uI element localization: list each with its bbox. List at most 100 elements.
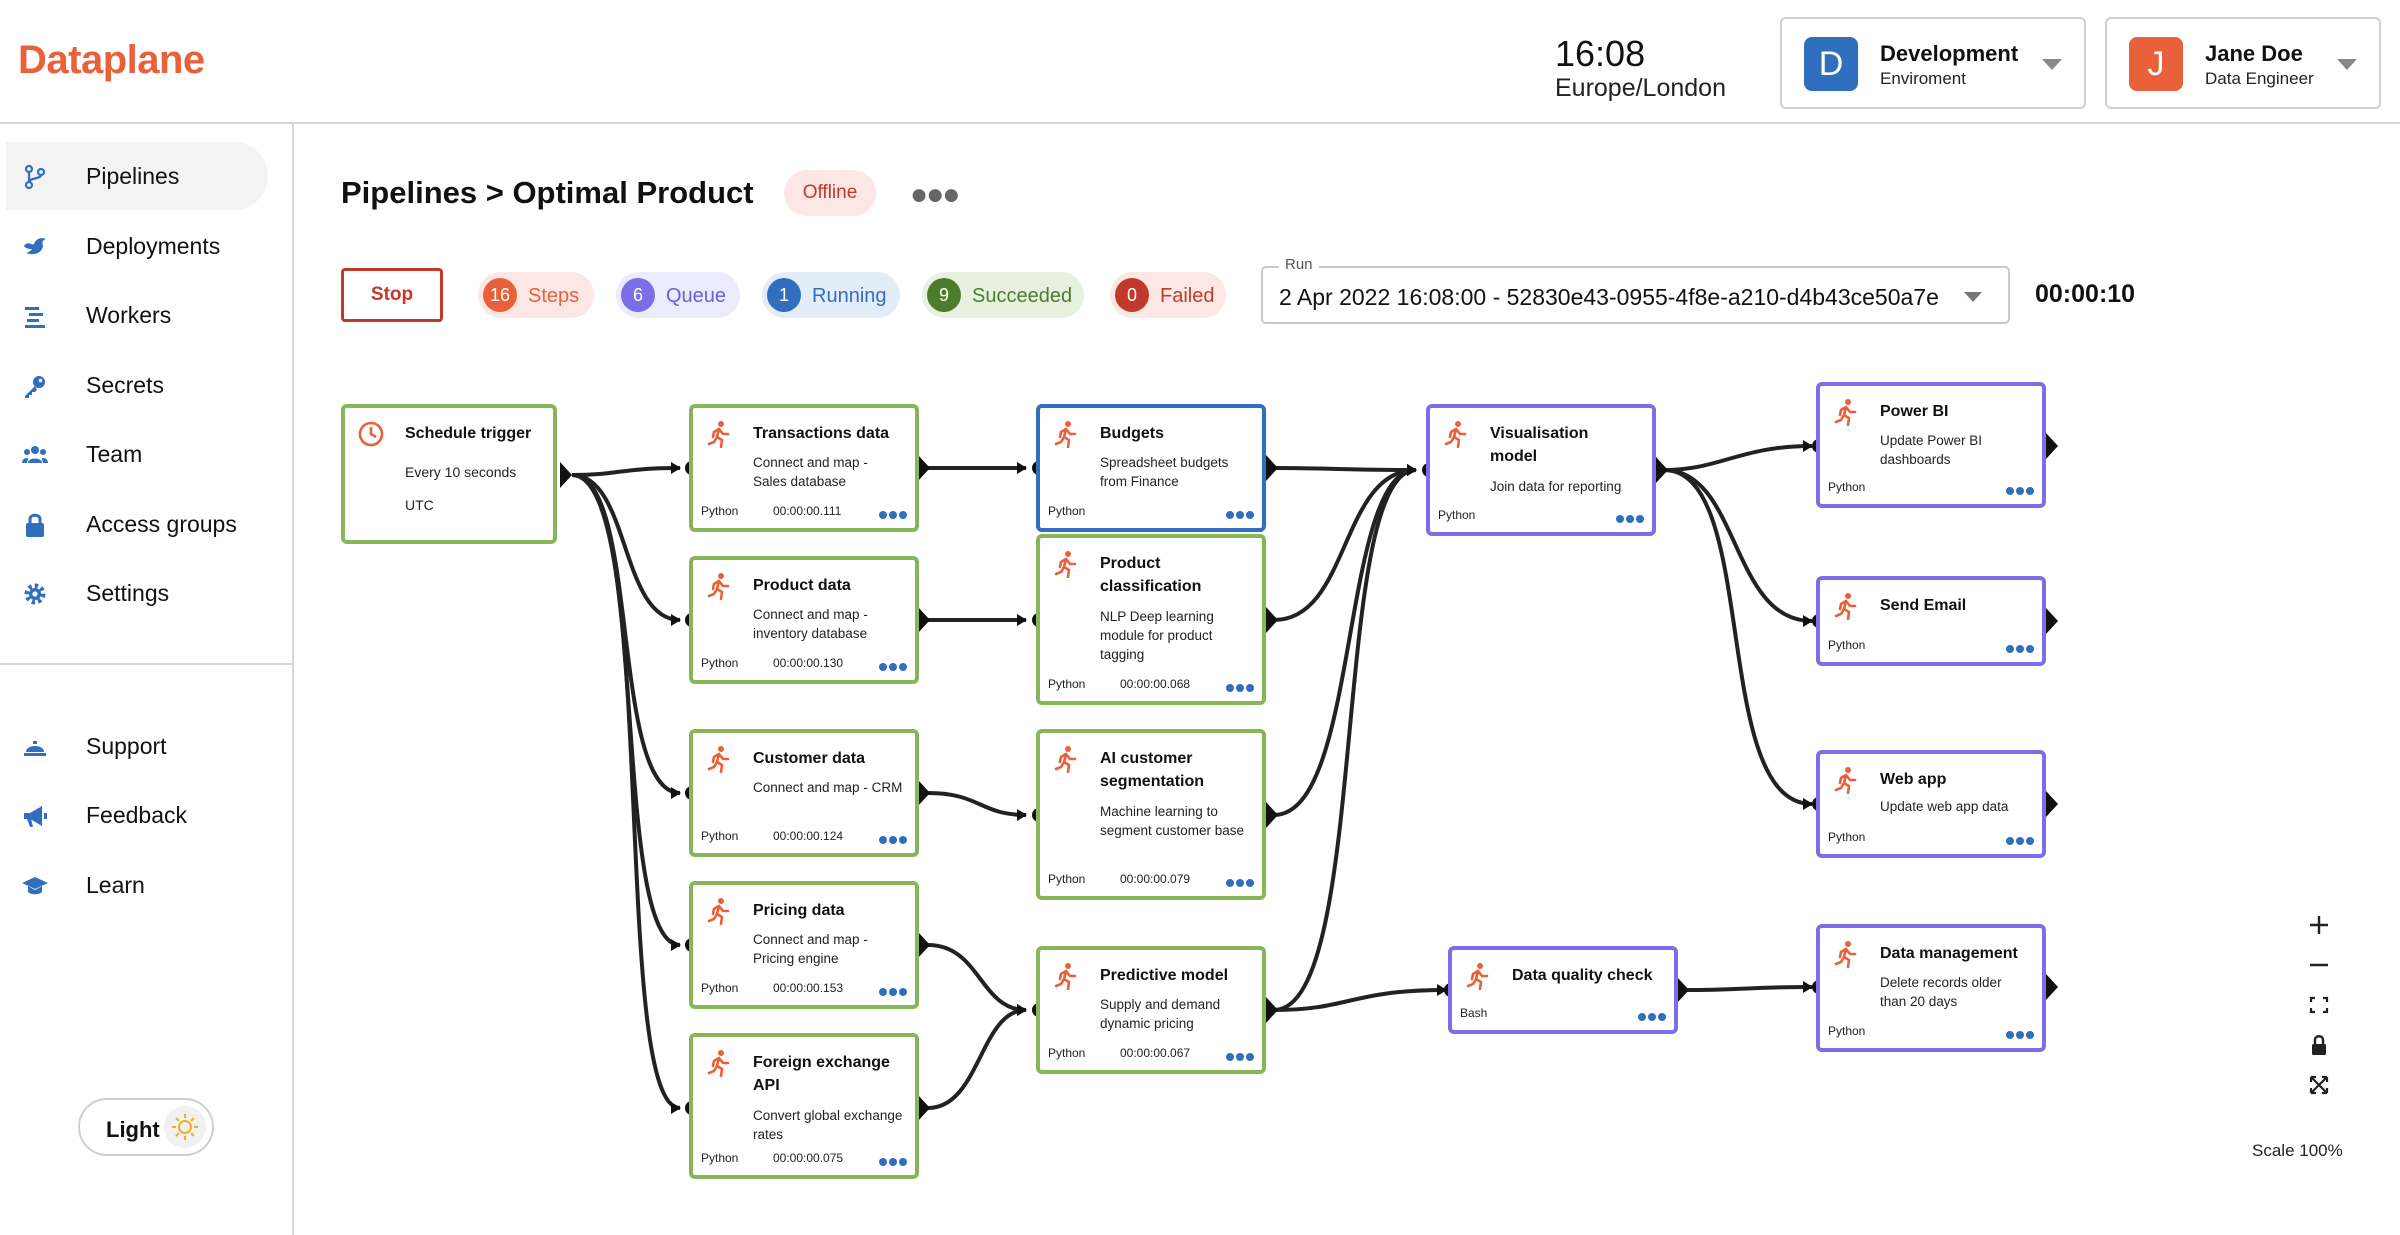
node-pricing-data[interactable]: Pricing data Connect and map - Pricing e… (689, 881, 919, 1009)
sidebar-divider (0, 663, 292, 665)
more-options-icon[interactable]: ●●● (910, 178, 960, 211)
node-transactions-data[interactable]: Transactions data Connect and map - Sale… (689, 404, 919, 532)
node-send-email[interactable]: Send Email Python (1816, 576, 2046, 666)
edge (1684, 981, 1813, 994)
node-menu-icon[interactable] (1226, 511, 1254, 519)
node-menu-icon[interactable] (2006, 1031, 2034, 1039)
theme-toggle-label: Light (106, 1117, 160, 1142)
zoom-in-icon[interactable] (2298, 905, 2340, 945)
node-menu-icon[interactable] (2006, 487, 2034, 495)
edge (1273, 464, 1417, 1012)
runner-icon (1444, 421, 1467, 448)
sidebar-item-pipelines[interactable]: Pipelines (6, 142, 268, 210)
output-handle (2046, 608, 2058, 634)
node-data-management[interactable]: Data management Delete records older tha… (1816, 924, 2046, 1052)
node-menu-icon[interactable] (879, 511, 907, 519)
zoom-out-icon[interactable] (2298, 945, 2340, 985)
node-product-data[interactable]: Product data Connect and map - inventory… (689, 556, 919, 684)
node-visualisation-model[interactable]: Visualisation model Join data for report… (1426, 404, 1656, 536)
run-select[interactable]: Run 2 Apr 2022 16:08:00 - 52830e43-0955-… (1261, 256, 2010, 324)
node-language: Python (701, 981, 739, 995)
pipeline-icon (24, 164, 46, 190)
sidebar-item-label: Deployments (86, 233, 221, 259)
node-duration: 00:00:00.068 (1120, 677, 1191, 691)
lock-icon[interactable] (2298, 1025, 2340, 1065)
runner-icon (707, 421, 730, 448)
node-title: Foreign exchange API (753, 1054, 890, 1095)
expand-icon[interactable] (2298, 1065, 2340, 1105)
runner-icon (707, 1050, 730, 1077)
bird-icon (24, 238, 46, 255)
edge (571, 473, 681, 626)
sidebar-item-support[interactable]: Support (6, 712, 268, 780)
sidebar-item-label: Settings (86, 580, 170, 606)
output-handle (1266, 455, 1278, 481)
node-menu-icon[interactable] (879, 663, 907, 671)
node-menu-icon[interactable] (879, 988, 907, 996)
workers-icon (25, 307, 45, 328)
node-menu-icon[interactable] (879, 1158, 907, 1166)
node-language: Python (1828, 830, 1866, 844)
node-budgets[interactable]: Budgets Spreadsheet budgets from Finance… (1036, 404, 1266, 532)
runner-icon (707, 746, 730, 773)
node-product-classification[interactable]: Product classification NLP Deep learning… (1036, 534, 1266, 705)
node-data-quality-check[interactable]: Data quality check Bash (1448, 946, 1678, 1034)
node-power-bi[interactable]: Power BI Update Power BI dashboards Pyth… (1816, 382, 2046, 508)
runner-icon (1054, 963, 1077, 990)
node-foreign-exchange-api[interactable]: Foreign exchange API Convert global exch… (689, 1033, 919, 1179)
queue-chip: 6 Queue (616, 272, 740, 318)
runner-icon (707, 898, 730, 925)
node-menu-icon[interactable] (1226, 684, 1254, 692)
key-icon (25, 376, 45, 398)
runner-icon (1834, 767, 1857, 794)
node-language: Python (1048, 1046, 1086, 1060)
failed-label: Failed (1160, 285, 1215, 307)
node-menu-icon[interactable] (879, 836, 907, 844)
node-menu-icon[interactable] (1616, 515, 1644, 523)
node-language: Python (1048, 677, 1086, 691)
runner-icon (1054, 551, 1077, 578)
sidebar-item-deployments[interactable]: Deployments (6, 212, 268, 280)
node-description: Update web app data (1880, 799, 2009, 814)
app-logo[interactable]: Dataplane (18, 38, 205, 82)
node-predictive-model[interactable]: Predictive model Supply and demand dynam… (1036, 946, 1266, 1074)
node-ai-customer-segmentation[interactable]: AI customer segmentation Machine learnin… (1036, 729, 1266, 900)
status-badge: Offline (784, 170, 876, 216)
sidebar-item-workers[interactable]: Workers (6, 281, 268, 349)
node-description: Update Power BI dashboards (1880, 433, 1983, 467)
fit-view-icon[interactable] (2298, 985, 2340, 1025)
node-title: Product data (753, 577, 851, 594)
output-handle (918, 1095, 930, 1121)
node-menu-icon[interactable] (2006, 837, 2034, 845)
chevron-down-icon (2042, 59, 2062, 70)
sidebar-item-settings[interactable]: Settings (6, 559, 268, 627)
sidebar-item-secrets[interactable]: Secrets (6, 351, 268, 419)
node-menu-icon[interactable] (1638, 1013, 1666, 1021)
node-description: Supply and demand dynamic pricing (1100, 997, 1221, 1031)
sidebar-item-label: Secrets (86, 372, 164, 398)
node-language: Python (1828, 1024, 1866, 1038)
node-description: Delete records older than 20 days (1880, 975, 2002, 1009)
theme-toggle[interactable]: Light (78, 1098, 214, 1156)
user-menu[interactable]: J Jane Doe Data Engineer (2105, 17, 2381, 109)
user-avatar: J (2129, 37, 2183, 91)
node-language: Python (701, 1151, 739, 1165)
node-duration: 00:00:00.153 (773, 981, 844, 995)
node-web-app[interactable]: Web app Update web app data Python (1816, 750, 2046, 858)
node-duration: 00:00:00.075 (773, 1151, 844, 1165)
stop-button[interactable]: Stop (341, 268, 443, 322)
sidebar-item-learn[interactable]: Learn (6, 851, 268, 919)
node-description: Connect and map - Sales database (753, 455, 868, 489)
sidebar-item-access-groups[interactable]: Access groups (6, 490, 268, 558)
node-schedule-trigger[interactable]: Schedule trigger Every 10 seconds UTC (341, 404, 557, 544)
node-customer-data[interactable]: Customer data Connect and map - CRM Pyth… (689, 729, 919, 857)
node-menu-icon[interactable] (1226, 1053, 1254, 1061)
node-title: Schedule trigger (405, 425, 532, 442)
sidebar-item-team[interactable]: Team (6, 420, 268, 488)
edge (927, 943, 1027, 1016)
environment-selector[interactable]: D Development Enviroment (1780, 17, 2086, 109)
node-menu-icon[interactable] (2006, 645, 2034, 653)
top-bar: Dataplane 16:08 Europe/London D Developm… (0, 0, 2400, 124)
node-menu-icon[interactable] (1226, 879, 1254, 887)
sidebar-item-feedback[interactable]: Feedback (6, 781, 268, 849)
